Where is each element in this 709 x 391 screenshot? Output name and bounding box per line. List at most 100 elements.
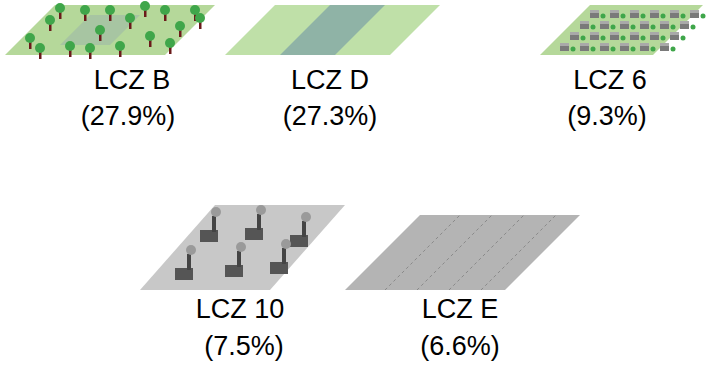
tree-symbols xyxy=(25,1,205,59)
factory-chimney xyxy=(212,216,216,232)
lcz-d-ground xyxy=(225,5,440,55)
house-roof xyxy=(650,32,659,35)
tree-crown xyxy=(25,33,35,43)
tree-crown xyxy=(65,41,75,51)
house-roof xyxy=(600,21,609,24)
house-tree xyxy=(661,14,666,19)
lane-marks xyxy=(385,215,556,290)
house-tree xyxy=(631,25,636,30)
house-tree xyxy=(641,36,646,41)
house-tree xyxy=(641,14,646,19)
house-roof xyxy=(590,32,599,35)
zone-label: LCZ D xyxy=(291,64,369,96)
lcz-e-ground xyxy=(345,215,580,290)
tree-crown xyxy=(140,1,150,11)
lcz-d-band xyxy=(280,5,385,55)
factory-smoke xyxy=(301,212,311,222)
house-tree xyxy=(701,14,706,19)
factory-chimney xyxy=(237,251,241,267)
zone-percentage: (6.6%) xyxy=(420,330,500,362)
zone-label: LCZ E xyxy=(422,293,499,325)
house-tree xyxy=(681,36,686,41)
house-tree xyxy=(661,36,666,41)
tree-crown xyxy=(55,3,65,13)
house-roof xyxy=(650,10,659,13)
tree-crown xyxy=(35,43,45,53)
zone-label: LCZ 6 xyxy=(573,64,647,96)
zone-percentage: (27.3%) xyxy=(283,100,378,132)
factory-chimney xyxy=(187,254,191,270)
lcz-10-ground xyxy=(140,205,345,290)
house-roof xyxy=(690,10,699,13)
house-roof xyxy=(660,43,669,46)
tree-crown xyxy=(160,5,170,15)
factory-chimney xyxy=(302,221,306,237)
tree-crown xyxy=(115,41,125,51)
house-roof xyxy=(560,43,569,46)
house-tree xyxy=(591,25,596,30)
lane-line xyxy=(417,215,492,290)
house-tree xyxy=(611,25,616,30)
tree-crown xyxy=(85,43,95,53)
factory-chimney xyxy=(257,214,261,230)
tree-crown xyxy=(80,5,90,15)
house-roof xyxy=(580,21,589,24)
house-tree xyxy=(621,14,626,19)
tree-crown xyxy=(175,21,185,31)
lcz-6-ground xyxy=(540,5,703,55)
tree-crown xyxy=(125,13,135,23)
house-roof xyxy=(660,21,669,24)
house-tree xyxy=(651,25,656,30)
factory-smoke xyxy=(281,239,291,249)
zone-label: LCZ 10 xyxy=(196,293,285,325)
tree-crown xyxy=(95,25,105,35)
house-roof xyxy=(600,43,609,46)
zone-percentage: (27.9%) xyxy=(81,100,176,132)
house-tree xyxy=(591,47,596,52)
zone-percentage: (9.3%) xyxy=(567,100,647,132)
tree-crown xyxy=(105,5,115,15)
house-tree xyxy=(611,47,616,52)
house-roof xyxy=(580,43,589,46)
house-tree xyxy=(601,14,606,19)
house-tree xyxy=(571,47,576,52)
house-roof xyxy=(640,43,649,46)
house-symbols xyxy=(560,10,706,52)
factory-symbols xyxy=(175,205,311,280)
zone-label: LCZ B xyxy=(94,64,171,96)
house-roof xyxy=(620,43,629,46)
factory-smoke xyxy=(186,245,196,255)
house-roof xyxy=(640,21,649,24)
tree-crown xyxy=(195,13,205,23)
house-tree xyxy=(621,36,626,41)
house-tree xyxy=(581,36,586,41)
house-tree xyxy=(651,47,656,52)
house-roof xyxy=(670,32,679,35)
house-roof xyxy=(610,32,619,35)
house-roof xyxy=(620,21,629,24)
house-roof xyxy=(680,21,689,24)
house-roof xyxy=(630,32,639,35)
lane-line xyxy=(449,215,524,290)
tree-crown xyxy=(145,31,155,41)
tree-crown xyxy=(45,15,55,25)
lcz-b-ground xyxy=(5,5,215,55)
house-tree xyxy=(671,47,676,52)
house-tree xyxy=(601,36,606,41)
house-roof xyxy=(570,32,579,35)
lane-line xyxy=(385,215,460,290)
factory-smoke xyxy=(211,207,221,217)
house-roof xyxy=(630,10,639,13)
house-roof xyxy=(610,10,619,13)
tree-crown xyxy=(165,38,175,48)
factory-smoke xyxy=(256,205,266,215)
house-tree xyxy=(681,14,686,19)
house-tree xyxy=(671,25,676,30)
house-roof xyxy=(590,10,599,13)
house-tree xyxy=(691,25,696,30)
house-roof xyxy=(670,10,679,13)
lane-line xyxy=(481,215,556,290)
factory-smoke xyxy=(236,242,246,252)
factory-chimney xyxy=(282,248,286,264)
zone-percentage: (7.5%) xyxy=(204,330,284,362)
